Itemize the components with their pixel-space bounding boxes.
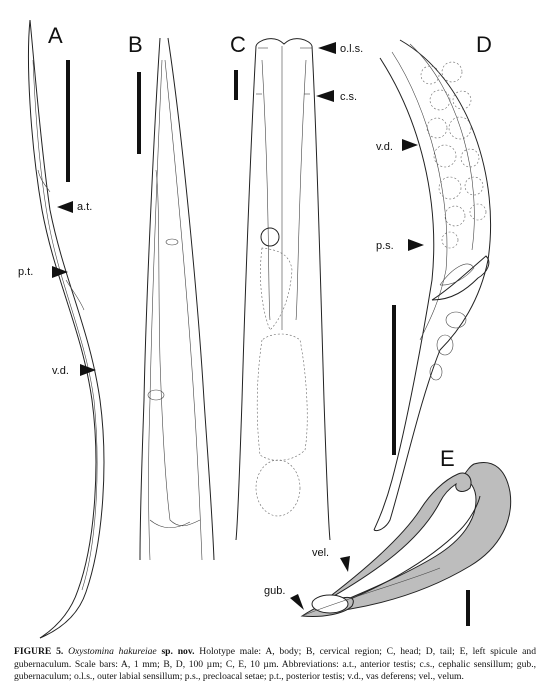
- label-o-l-s: o.l.s.: [340, 43, 363, 55]
- label-v-d-a: v.d.: [52, 365, 69, 377]
- caption-text: Holotype male: A, body; B, cervical regi…: [14, 646, 536, 683]
- panel-e-scale-bar: [466, 590, 470, 626]
- panel-b-scale-bar: [137, 72, 141, 154]
- caption-label: FIGURE 5.: [14, 646, 64, 657]
- panel-e-letter: E: [440, 446, 455, 471]
- panel-c: C o.l.s. c.s.: [230, 32, 363, 541]
- panel-a-scale-bar: [66, 60, 70, 182]
- panel-c-letter: C: [230, 32, 246, 57]
- panel-a-letter: A: [48, 23, 63, 48]
- caption-sp-nov: sp. nov.: [161, 646, 195, 657]
- arrow-v-d-a: [80, 364, 96, 376]
- panel-b: B: [128, 32, 215, 561]
- label-p-s: p.s.: [376, 240, 394, 252]
- arrow-v-d-d: [402, 139, 418, 151]
- arrow-a-t: [57, 201, 73, 213]
- label-c-s: c.s.: [340, 91, 357, 103]
- panel-d: D v.d. p.s.: [373, 32, 492, 531]
- panel-c-scale-bar: [234, 70, 238, 100]
- panel-e: E vel. gub.: [264, 446, 512, 626]
- figure-plate: A a.t. p.t. v.d. B C: [18, 19, 512, 639]
- panel-d-letter: D: [476, 32, 492, 57]
- label-a-t: a.t.: [77, 201, 92, 213]
- panel-a: A a.t. p.t. v.d.: [18, 19, 105, 639]
- arrow-p-s: [408, 239, 424, 251]
- panel-b-letter: B: [128, 32, 143, 57]
- arrow-vel: [340, 556, 350, 572]
- arrow-p-t: [52, 266, 68, 278]
- caption-species: Oxystomina hakureiae: [68, 646, 157, 657]
- figure-caption: FIGURE 5. Oxystomina hakureiae sp. nov. …: [14, 646, 536, 684]
- label-p-t: p.t.: [18, 266, 33, 278]
- label-vel: vel.: [312, 547, 329, 559]
- arrow-o-l-s: [318, 42, 336, 54]
- arrow-gub: [290, 594, 304, 610]
- label-gub: gub.: [264, 585, 285, 597]
- label-v-d-d: v.d.: [376, 141, 393, 153]
- panel-d-scale-bar: [392, 305, 396, 455]
- arrow-c-s: [316, 90, 334, 102]
